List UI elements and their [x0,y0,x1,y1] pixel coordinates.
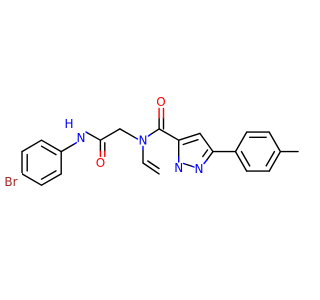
atom-labels: Br N H O N O N N [0,95,203,191]
chemical-structure: Br N H O N O N N [0,95,299,191]
amide-nitrogen-label: N [77,131,86,145]
bond-lines [16,117,299,186]
ring-nitrogen-1-label: N [195,162,204,176]
amide-hydrogen-label: H [64,117,73,131]
ring-nitrogen-7a-label: N [174,161,183,175]
amide-oxygen-label: O [96,156,105,170]
bromine-label: Br [4,175,17,189]
ketone-oxygen-label: O [156,95,165,109]
ring-nitrogen-5-label: N [139,134,148,148]
